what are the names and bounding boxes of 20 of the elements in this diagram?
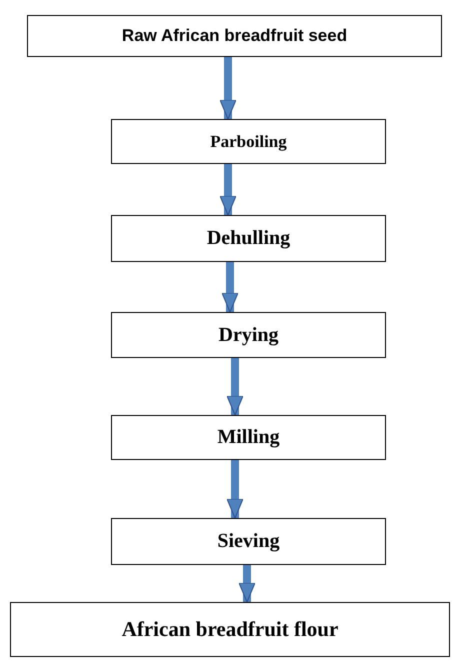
step-label: Milling bbox=[217, 426, 280, 449]
step-label: Raw African breadfruit seed bbox=[122, 26, 348, 46]
process-box bbox=[111, 215, 386, 262]
step-label: Sieving bbox=[217, 530, 280, 553]
process-box bbox=[111, 119, 386, 164]
arrow bbox=[226, 358, 244, 416]
arrow bbox=[220, 164, 236, 216]
arrow bbox=[238, 565, 256, 602]
arrow bbox=[226, 460, 244, 518]
process-box bbox=[111, 312, 386, 358]
process-box bbox=[111, 518, 386, 565]
arrow bbox=[220, 57, 236, 120]
process-box bbox=[10, 602, 450, 657]
arrow bbox=[222, 262, 238, 312]
step-label: Drying bbox=[218, 324, 278, 346]
process-box bbox=[27, 15, 442, 57]
process-box bbox=[111, 415, 386, 460]
step-label: African breadfruit flour bbox=[122, 617, 338, 642]
step-label: Parboiling bbox=[210, 132, 287, 152]
step-label: Dehulling bbox=[206, 227, 290, 250]
